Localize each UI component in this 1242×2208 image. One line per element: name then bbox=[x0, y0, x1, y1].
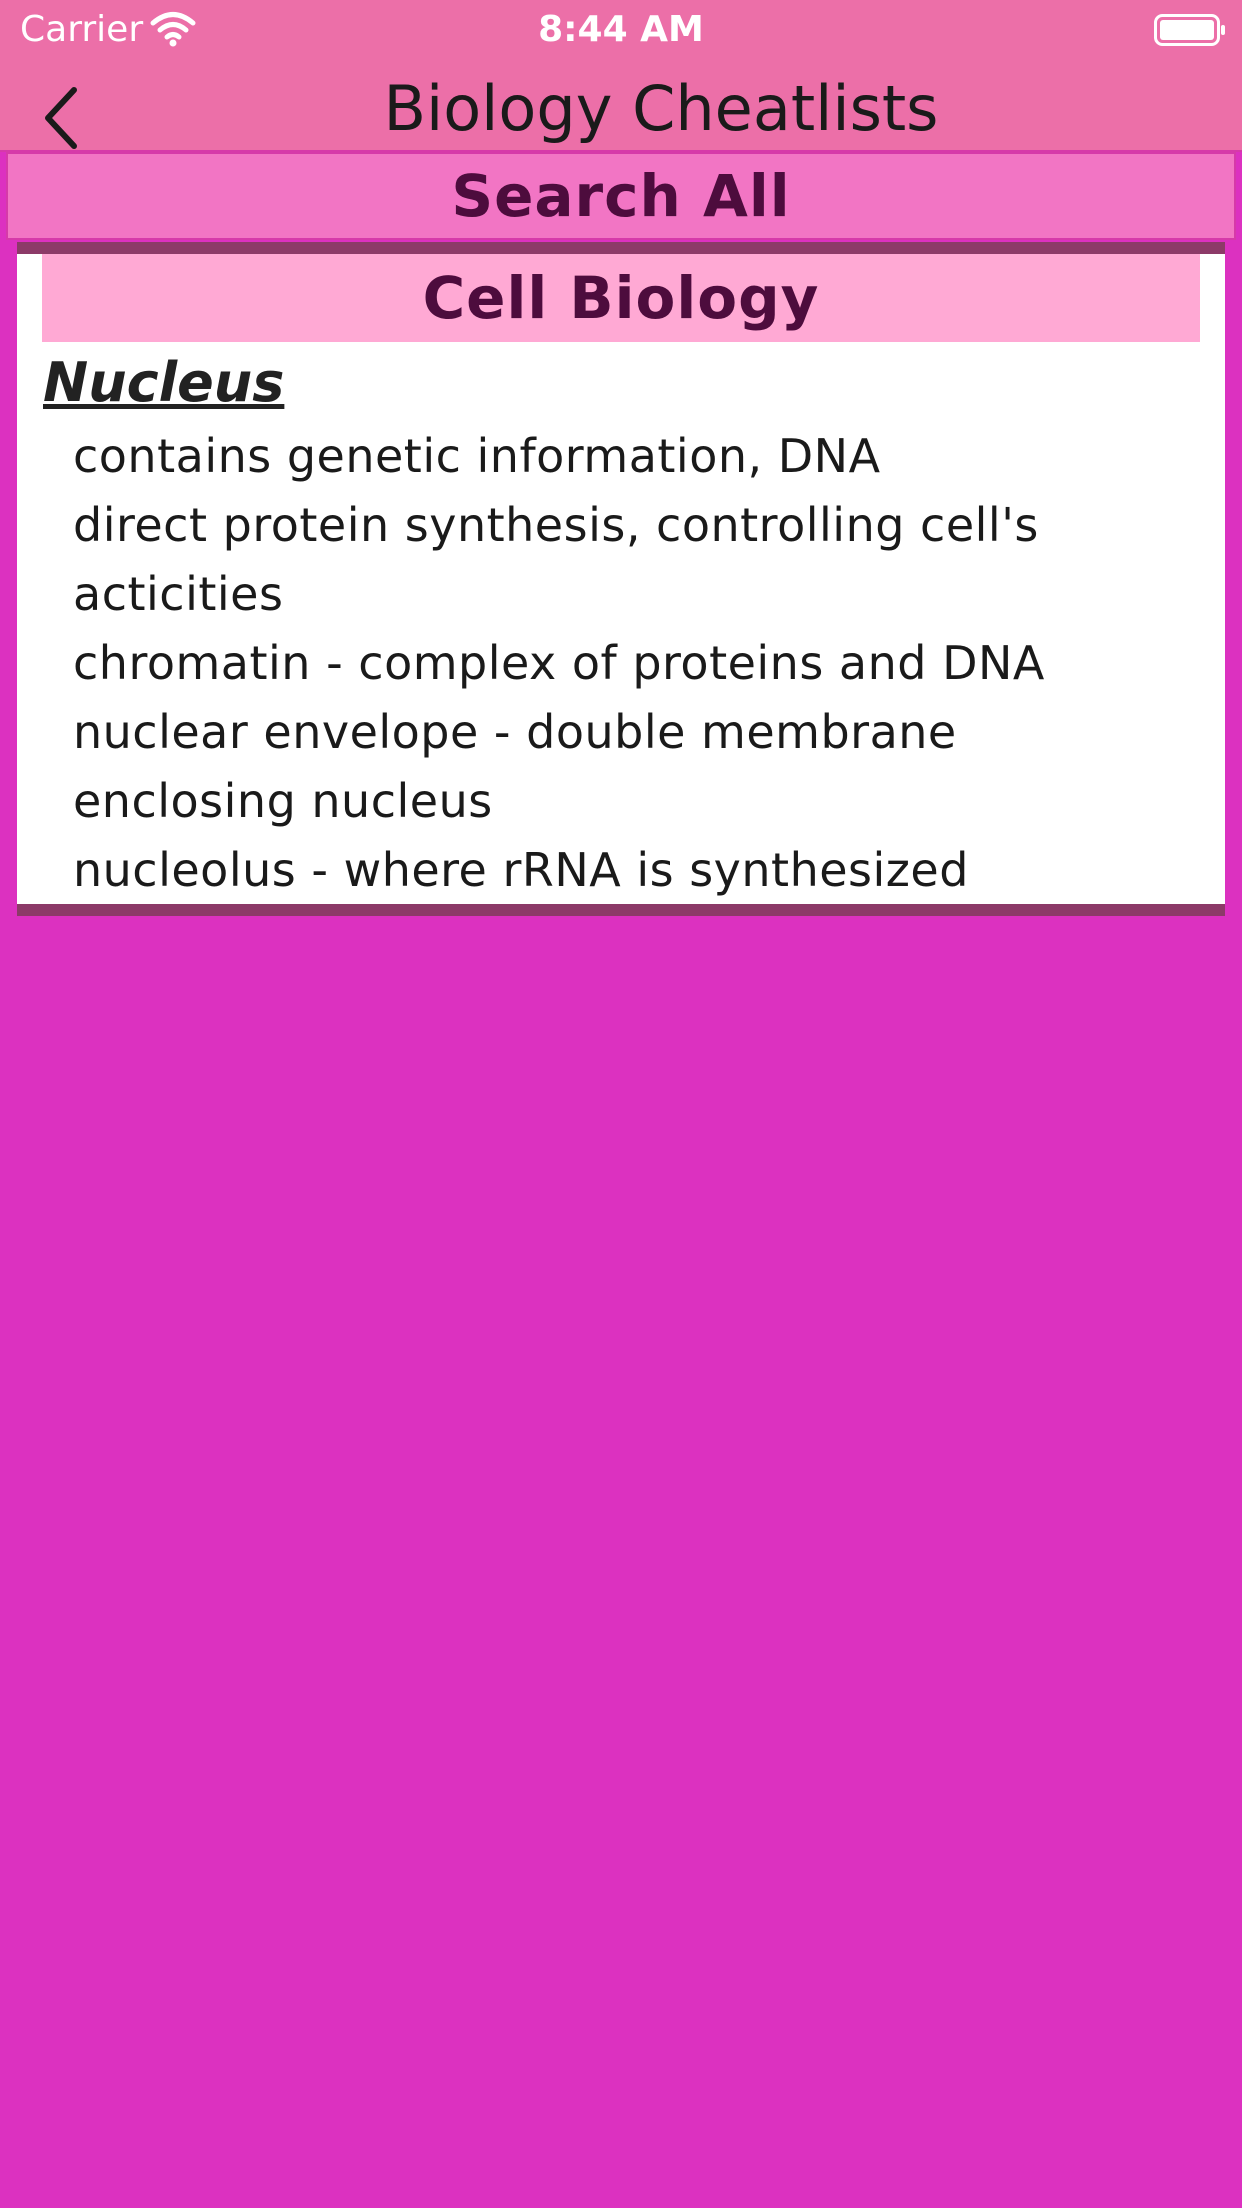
cheatlist-card: Cell Biology Nucleus contains genetic in… bbox=[17, 242, 1225, 916]
carrier-label: Carrier bbox=[20, 9, 144, 50]
chevron-left-icon bbox=[45, 87, 77, 149]
status-bar: Carrier 8:44 AM bbox=[0, 0, 1242, 60]
list-item: direct protein synthesis, controlling ce… bbox=[73, 498, 1039, 621]
list-item: nucleolus - where rRNA is synthesized bbox=[73, 843, 969, 897]
back-button[interactable] bbox=[36, 84, 96, 150]
status-time: 8:44 AM bbox=[538, 9, 704, 50]
page-title: Biology Cheatlists bbox=[383, 72, 939, 145]
list-item: nuclear envelope - double membrane enclo… bbox=[73, 705, 957, 828]
list-item: chromatin - complex of proteins and DNA bbox=[73, 636, 1045, 690]
category-header: Cell Biology bbox=[42, 254, 1200, 342]
battery-icon bbox=[1154, 14, 1225, 46]
fact-list: contains genetic information, DNA direct… bbox=[73, 422, 1193, 905]
list-item: contains genetic information, DNA bbox=[73, 429, 881, 483]
search-all-button[interactable]: Search All bbox=[6, 152, 1236, 240]
navigation-bar: Biology Cheatlists bbox=[0, 60, 1242, 152]
wifi-icon bbox=[150, 12, 196, 47]
section-title: Nucleus bbox=[43, 351, 285, 414]
